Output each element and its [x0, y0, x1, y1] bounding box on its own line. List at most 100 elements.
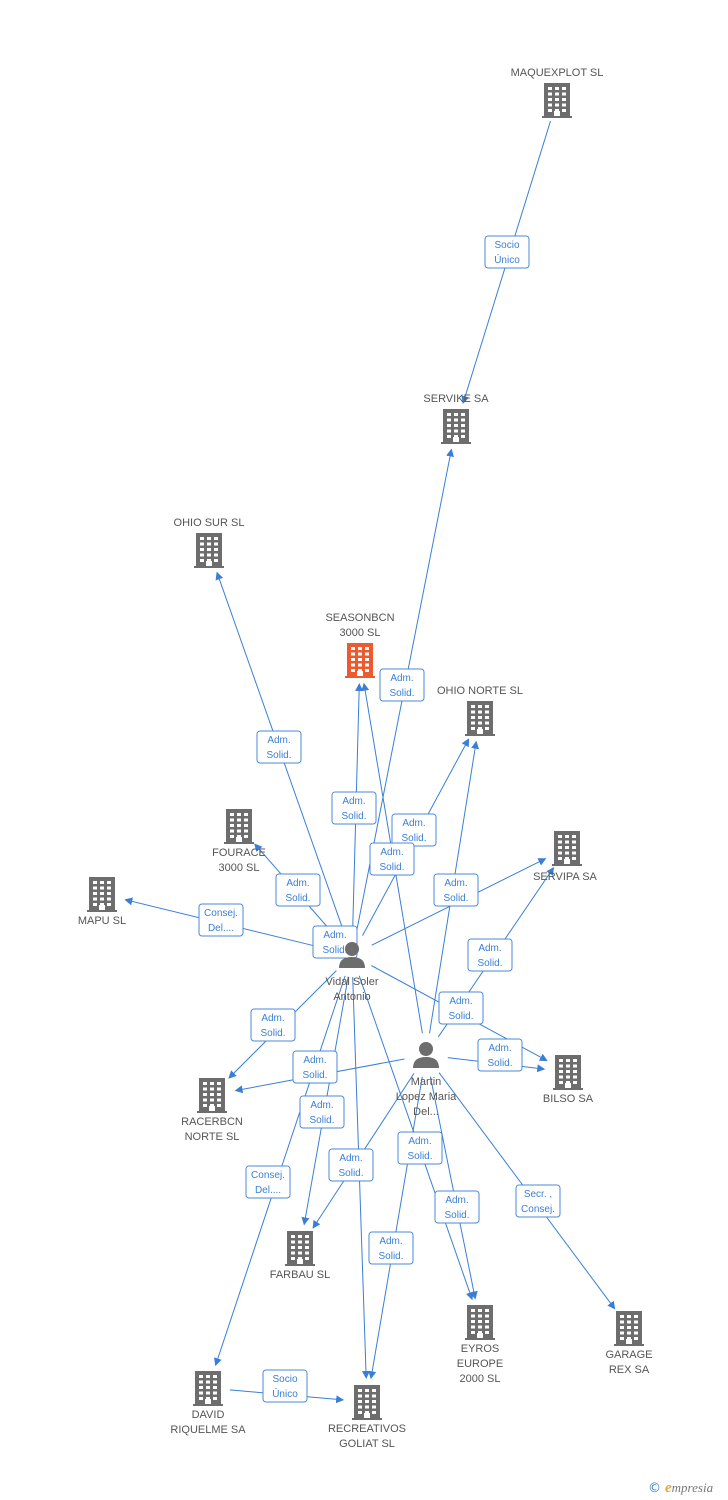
node-label: 2000 SL [460, 1373, 501, 1385]
edge-label-text: Adm. [380, 847, 403, 858]
edge-label-text: Solid. [309, 1115, 334, 1126]
edge-label-text: Solid. [338, 1168, 363, 1179]
edge-label-vidal-to-david[interactable]: Consej. Del.... [245, 1165, 291, 1199]
building-icon [345, 643, 375, 678]
node-mapu[interactable]: MAPU SL [78, 877, 126, 927]
node-label: Martin [411, 1076, 442, 1088]
edge-label-text: Secr. , [524, 1189, 552, 1200]
node-label: DAVID [192, 1409, 225, 1421]
edge-label-text: Solid. [266, 750, 291, 761]
copyright-icon: © [648, 1480, 661, 1496]
node-label: NORTE SL [185, 1131, 240, 1143]
edge-label-vidal-to-racerbcn[interactable]: Adm.Solid. [250, 1008, 296, 1042]
edge-label-martin-to-bilso[interactable]: Adm.Solid. [477, 1038, 523, 1072]
node-servike[interactable]: SERVIKE SA [423, 393, 489, 444]
edge-label-text: Consej. [251, 1170, 285, 1181]
edge-label-martin-to-eyros[interactable]: Adm.Solid. [397, 1131, 443, 1165]
node-label: Vidal Soler [326, 976, 379, 988]
building-icon [542, 83, 572, 118]
edge-label-text: Solid. [322, 945, 347, 956]
node-label: GARAGE [605, 1349, 652, 1361]
edge-label-text: Del.... [208, 923, 234, 934]
node-label: 3000 SL [340, 627, 381, 639]
edge-label-vidal-to-recreativos[interactable]: Adm.Solid. [368, 1231, 414, 1265]
building-icon [614, 1311, 644, 1346]
node-label: MAPU SL [78, 915, 126, 927]
node-label: 3000 SL [219, 862, 260, 874]
edge-label-vidal-to-servipa[interactable]: Adm.Solid. [369, 842, 415, 876]
node-ohio_sur[interactable]: OHIO SUR SL [174, 517, 245, 568]
edge-label-text: Adm. [449, 996, 472, 1007]
node-label: GOLIAT SL [339, 1438, 395, 1450]
edge-label-text: Adm. [267, 735, 290, 746]
edge-label-text: Adm. [323, 930, 346, 941]
edge-label-text: Adm. [444, 878, 467, 889]
edge-label-vidal-to-ohio_norte[interactable]: Adm.Solid. [391, 813, 437, 847]
edge-label-text: Solid. [407, 1151, 432, 1162]
edge-label-martin-to-garage[interactable]: Secr. , Consej. [515, 1184, 561, 1218]
node-label: OHIO NORTE SL [437, 685, 523, 697]
node-ohio_norte[interactable]: OHIO NORTE SL [437, 685, 523, 736]
edge-label-text: Adm. [286, 878, 309, 889]
building-icon [552, 831, 582, 866]
edge-label-text: Adm. [310, 1100, 333, 1111]
node-garage[interactable]: GARAGE REX SA [605, 1311, 653, 1376]
edge-label-text: Solid. [389, 688, 414, 699]
edge-label-text: Socio [272, 1374, 297, 1385]
edge-label-vidal-to-servike[interactable]: Adm.Solid. [379, 668, 425, 702]
node-label: REX SA [609, 1364, 650, 1376]
edge-label-text: Del.... [255, 1185, 281, 1196]
building-icon [465, 1305, 495, 1340]
brand-logo[interactable]: empresia [665, 1479, 714, 1496]
node-label: OHIO SUR SL [174, 517, 245, 529]
edge-label-text: Consej. [521, 1204, 555, 1215]
edge-labels-layer: SocioÚnicoAdm.Solid.Adm.Solid.Adm.Solid.… [198, 235, 561, 1403]
edge-label-vidal-to-seasonbcn[interactable]: Adm.Solid. [331, 791, 377, 825]
node-label: SEASONBCN [325, 612, 394, 624]
edge-label-text: Adm. [261, 1013, 284, 1024]
edge-label-vidal-to-farbau[interactable]: Adm. Solid. [299, 1095, 345, 1129]
node-label: MAQUEXPLOT SL [511, 67, 604, 79]
edge-label-text: Adm. [303, 1055, 326, 1066]
node-farbau[interactable]: FARBAU SL [270, 1231, 331, 1281]
edge-label-text: Adm. [445, 1195, 468, 1206]
edge-label-martin-to-servipa[interactable]: Adm.Solid. [467, 938, 513, 972]
node-recreativos[interactable]: RECREATIVOS GOLIAT SL [328, 1385, 406, 1450]
building-icon [553, 1055, 583, 1090]
person-icon [413, 1042, 439, 1068]
edge-label-martin-to-recreativos[interactable]: Adm.Solid. [434, 1190, 480, 1224]
building-icon [441, 409, 471, 444]
edge-label-text: Solid. [378, 1251, 403, 1262]
edge-label-martin-to-ohio_norte[interactable]: Adm.Solid. [433, 873, 479, 907]
node-label: BILSO SA [543, 1093, 594, 1105]
node-label: SERVIPA SA [533, 871, 597, 883]
building-icon [197, 1078, 227, 1113]
node-label: Antonio [333, 991, 370, 1003]
node-label: RECREATIVOS [328, 1423, 406, 1435]
building-icon [193, 1371, 223, 1406]
node-servipa[interactable]: SERVIPA SA [533, 831, 598, 883]
edge-label-vidal-to-ohio_sur[interactable]: Adm. Solid. [256, 730, 302, 764]
edge-label-martin-to-farbau[interactable]: Adm.Solid. [328, 1148, 374, 1182]
edge-label-text: Único [494, 253, 520, 266]
edge-label-text: Solid. [487, 1058, 512, 1069]
building-icon [285, 1231, 315, 1266]
node-seasonbcn[interactable]: SEASONBCN 3000 SL [325, 612, 395, 678]
edge-label-martin-to-racerbcn[interactable]: Adm.Solid. [292, 1050, 338, 1084]
node-maquexplot[interactable]: MAQUEXPLOT SL [511, 67, 604, 118]
edge-label-text: Solid. [477, 958, 502, 969]
edge-label-vidal-to-mapu[interactable]: Consej.Del.... [198, 903, 244, 937]
node-bilso[interactable]: BILSO SA [543, 1055, 594, 1105]
footer-brand[interactable]: © empresia [648, 1478, 713, 1498]
edge-label-vidal-to-eyros[interactable]: Adm.Solid. [438, 991, 484, 1025]
edge-label-vidal-to-fourace[interactable]: Adm.Solid. [275, 873, 321, 907]
